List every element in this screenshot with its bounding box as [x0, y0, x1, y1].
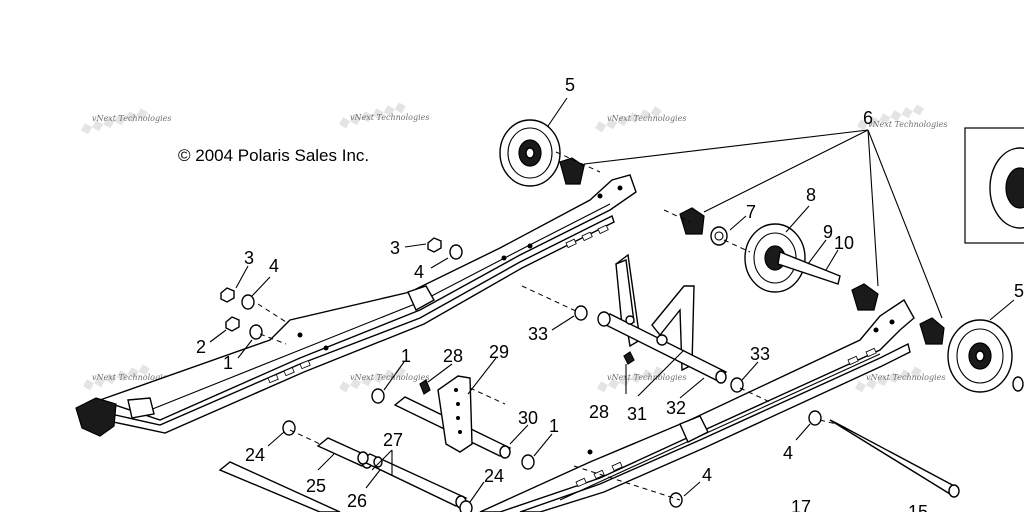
axle-end	[597, 311, 611, 327]
callout-label: 3	[244, 248, 254, 268]
watermark-text: vNext Technologies	[350, 373, 429, 382]
pin	[623, 351, 635, 365]
inset-detail-box	[964, 127, 1024, 244]
hub-caps	[559, 157, 945, 345]
washer-24	[459, 500, 473, 512]
callout-label: 24	[245, 445, 265, 465]
nut-3	[427, 237, 442, 253]
callout-label: 30	[518, 408, 538, 428]
washer-4	[808, 410, 822, 426]
washer-1	[521, 454, 535, 470]
idler-wheel-5-top	[499, 119, 561, 187]
callout-label: 7	[746, 202, 756, 222]
watermark-text: vNext Technologies	[92, 114, 171, 123]
callout-label: 3	[390, 238, 400, 258]
callout-label: 5	[1014, 281, 1024, 301]
callouts: 5 6 8 7 9 10 5 3 4 3 4 2 1 33 1 28 29 33…	[196, 75, 1024, 512]
callout-label: 6	[863, 108, 873, 128]
callout-label: 1	[223, 353, 233, 373]
callout-label: 33	[750, 344, 770, 364]
callout-label: 4	[269, 256, 279, 276]
callout-label: 26	[347, 491, 367, 511]
callout-label: 5	[565, 75, 575, 95]
watermark-text: vNext Technologies	[607, 373, 686, 382]
bushing	[625, 315, 635, 325]
washer-partial	[1012, 376, 1024, 392]
callout-label: 32	[666, 398, 686, 418]
left-axle-group	[218, 375, 960, 512]
washer-24	[282, 420, 296, 436]
idler-wheel-8	[744, 223, 841, 293]
watermark-text: vNext Technologies	[350, 113, 429, 122]
washer-7	[710, 226, 728, 246]
dashed-lines	[257, 151, 837, 501]
callout-label: 4	[414, 262, 424, 282]
pin	[419, 379, 431, 395]
callout-label: 4	[783, 443, 793, 463]
axle-15	[829, 419, 960, 495]
washer-4	[669, 492, 683, 508]
callout-label: 25	[306, 476, 326, 496]
watermark: ◆◆◆◆◆◆ vNext Technologies	[594, 360, 686, 395]
rail-slots	[575, 319, 895, 488]
nut-2	[225, 316, 240, 332]
callout-label: 17	[791, 497, 811, 512]
watermark: ◆◆◆◆◆◆ vNext Technologies	[336, 96, 429, 131]
washer-1	[249, 324, 263, 340]
washer-33	[730, 377, 744, 393]
callout-label: 4	[702, 465, 712, 485]
callout-label: 15	[908, 502, 928, 512]
callout-label: 9	[823, 222, 833, 242]
watermark-text: vNext Technologies	[92, 373, 171, 382]
watermark: ◆◆◆◆◆◆ vNext Technologies	[592, 100, 686, 135]
callout-label: 10	[834, 233, 854, 253]
callout-label: 29	[489, 342, 509, 362]
copyright-notice: © 2004 Polaris Sales Inc.	[178, 146, 369, 165]
watermark: ◆◆◆◆◆◆ vNext Technologies	[78, 102, 171, 137]
callout-label: 33	[528, 324, 548, 344]
washer-1	[371, 388, 385, 404]
callout-label: 1	[401, 346, 411, 366]
right-rail	[479, 298, 915, 512]
watermark-text: vNext Technologies	[607, 114, 686, 123]
watermark: ◆◆◆◆◆◆ vNext Technologies	[336, 360, 429, 395]
axle-end	[715, 370, 727, 384]
washer-4	[449, 244, 463, 260]
callout-label: 2	[196, 337, 206, 357]
callout-label: 8	[806, 185, 816, 205]
hardware	[220, 226, 1024, 512]
rail-slots	[267, 185, 623, 384]
bracket-assembly	[597, 253, 728, 384]
callout-label: 31	[627, 404, 647, 424]
watermark-text: vNext Technologies	[868, 120, 947, 129]
idler-wheel-5-right	[947, 319, 1013, 393]
left-rail	[75, 174, 637, 437]
callout-label: 28	[589, 402, 609, 422]
callout-label: 27	[383, 430, 403, 450]
callout-label: 24	[484, 466, 504, 486]
leader-lines	[209, 97, 1015, 503]
callout-label: 1	[549, 416, 559, 436]
plate-29	[437, 375, 473, 453]
watermark-text: vNext Technologies	[866, 373, 945, 382]
axle-24	[218, 461, 341, 512]
callout-label: 28	[443, 346, 463, 366]
washer-33	[574, 305, 588, 321]
nut-3	[220, 287, 235, 303]
wheel-shaft	[777, 251, 841, 285]
bushing	[656, 334, 668, 346]
washer-4	[241, 294, 255, 310]
